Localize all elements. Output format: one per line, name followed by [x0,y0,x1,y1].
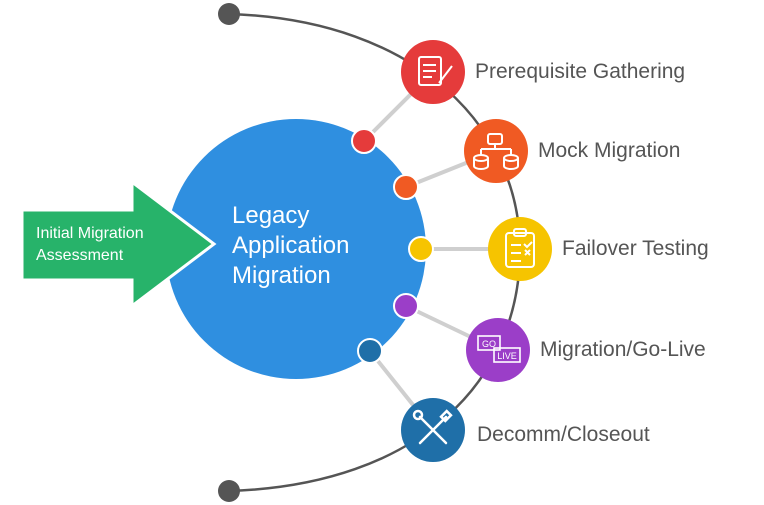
connector-dot-1 [351,128,377,154]
center-title-line-1: Legacy [232,202,310,229]
step-label-migration-go-live: Migration/Go-Live [540,338,706,361]
step-3-icon-circle [488,217,552,281]
step-label-decomm-closeout: Decomm/Closeout [477,423,650,446]
center-circle [166,119,426,379]
center-title-line-2: Application [232,232,350,259]
step-4-icon-circle: GO LIVE [466,318,530,382]
step-5-icon-circle [401,398,465,462]
connector-dot-2 [393,174,419,200]
center-title-line-3: Migration [232,262,331,289]
step-label-failover-testing: Failover Testing [562,237,709,260]
center-title: Legacy Application Migration [232,201,349,291]
entry-arrow [20,178,217,310]
tools-icon [412,409,453,445]
entry-arrow-line-1: Initial Migration [36,225,144,242]
go-live-icon-text-live: LIVE [497,351,517,361]
go-live-icon: GO LIVE [477,335,521,363]
connector-dot-5 [357,338,383,364]
arc-top-end-dot [218,3,240,25]
database-flow-icon [473,133,519,170]
connector-dot-4 [393,293,419,319]
entry-arrow-label: Initial Migration Assessment [36,223,144,267]
arc-bottom-end-dot [218,480,240,502]
step-2-icon-circle [464,119,528,183]
document-edit-icon [418,56,453,86]
go-live-icon-text-go: GO [482,339,496,349]
entry-arrow-line-2: Assessment [36,247,124,264]
step-1-icon-circle [401,40,465,104]
connector-dot-3 [408,236,434,262]
clipboard-checklist-icon [505,228,535,268]
step-label-prerequisite-gathering: Prerequisite Gathering [475,60,686,83]
step-label-mock-migration: Mock Migration [538,139,681,162]
